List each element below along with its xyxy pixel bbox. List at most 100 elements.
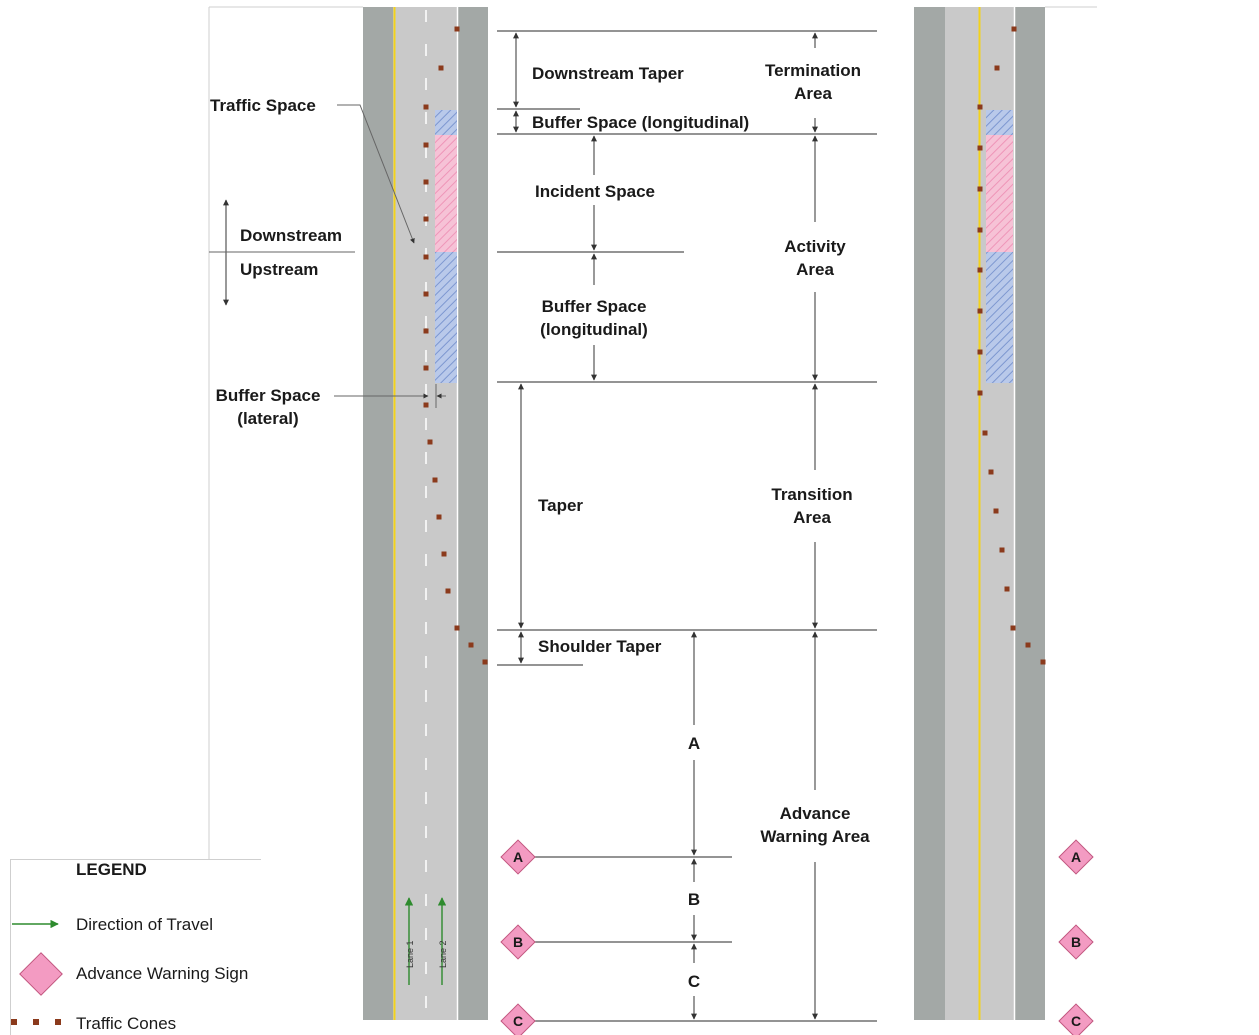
traffic-cone bbox=[988, 469, 994, 475]
traffic-cone bbox=[423, 328, 429, 334]
traffic-cone bbox=[1040, 659, 1046, 665]
taper-label: Taper bbox=[538, 496, 583, 515]
traffic-cone bbox=[423, 216, 429, 222]
legend-sign-icon bbox=[19, 952, 63, 996]
traffic-cone bbox=[1010, 625, 1016, 631]
traffic-space-leader bbox=[337, 104, 415, 244]
traffic-cone bbox=[454, 26, 460, 32]
right-road bbox=[914, 7, 1046, 1020]
buffer-longitudinal-label-2: (longitudinal) bbox=[540, 320, 648, 339]
traffic-cone bbox=[423, 142, 429, 148]
advance-warning-sign-a: A bbox=[1058, 839, 1094, 875]
downstream-label: Downstream bbox=[240, 226, 342, 245]
traffic-cone bbox=[977, 145, 983, 151]
termination-area-label-1: Termination bbox=[765, 61, 861, 80]
legend-cones-label: Traffic Cones bbox=[76, 1014, 176, 1033]
legend-title: LEGEND bbox=[76, 860, 147, 879]
middle-dimensions: Downstream Taper Buffer Space (longitudi… bbox=[497, 30, 877, 1022]
traffic-cone bbox=[977, 227, 983, 233]
traffic-cone bbox=[427, 439, 433, 445]
traffic-cone bbox=[454, 625, 460, 631]
advance-warning-sign-b: B bbox=[1058, 924, 1094, 960]
advance-warning-sign-b: B bbox=[500, 924, 536, 960]
traffic-cone bbox=[1025, 642, 1031, 648]
legend-cone-icon bbox=[11, 1019, 61, 1025]
incident-space bbox=[986, 135, 1013, 252]
termination-area-label-2: Area bbox=[794, 84, 832, 103]
lane2-label: Lane 2 bbox=[438, 940, 448, 968]
buffer-lateral-label-2: (lateral) bbox=[237, 409, 298, 428]
traffic-cone bbox=[977, 186, 983, 192]
dim-b-label: B bbox=[688, 890, 700, 909]
traffic-cone bbox=[994, 65, 1000, 71]
traffic-cone bbox=[423, 365, 429, 371]
lane1-label: Lane 1 bbox=[405, 940, 415, 968]
svg-text:A: A bbox=[1071, 849, 1081, 865]
activity-area-label-2: Area bbox=[796, 260, 834, 279]
traffic-cone bbox=[982, 430, 988, 436]
traffic-cone bbox=[1011, 26, 1017, 32]
traffic-cone bbox=[423, 179, 429, 185]
traffic-cone bbox=[999, 547, 1005, 553]
legend: LEGEND Direction of Travel Advance Warni… bbox=[10, 859, 261, 1035]
traffic-cone bbox=[977, 390, 983, 396]
upstream-label: Upstream bbox=[240, 260, 318, 279]
svg-text:A: A bbox=[513, 849, 523, 865]
activity-area-label-1: Activity bbox=[784, 237, 846, 256]
left-labels: Traffic Space Downstream Upstream Buffer… bbox=[209, 96, 446, 428]
svg-text:B: B bbox=[513, 934, 523, 950]
warning-signs-left: A B C bbox=[500, 839, 536, 1035]
traffic-cone bbox=[977, 267, 983, 273]
traffic-cone bbox=[977, 308, 983, 314]
svg-text:C: C bbox=[1071, 1013, 1081, 1029]
dim-c-label: C bbox=[688, 972, 700, 991]
svg-text:B: B bbox=[1071, 934, 1081, 950]
traffic-cone bbox=[977, 349, 983, 355]
buffer-space-downstream bbox=[435, 110, 457, 135]
advance-warning-sign-a: A bbox=[500, 839, 536, 875]
shoulder-taper-label: Shoulder Taper bbox=[538, 637, 662, 656]
right-shoulder bbox=[1015, 7, 1045, 1020]
traffic-cone bbox=[423, 402, 429, 408]
svg-text:C: C bbox=[513, 1013, 523, 1029]
downstream-taper-label: Downstream Taper bbox=[532, 64, 684, 83]
traffic-cone bbox=[423, 254, 429, 260]
buffer-longitudinal-label-1: Buffer Space bbox=[542, 297, 647, 316]
left-road: Lane 1 Lane 2 bbox=[363, 7, 488, 1020]
traffic-cone bbox=[432, 477, 438, 483]
advance-warning-sign-c: C bbox=[500, 1003, 536, 1035]
buffer-lateral-label-1: Buffer Space bbox=[216, 386, 321, 405]
buffer-space-downstream bbox=[986, 110, 1013, 135]
traffic-cones-right bbox=[977, 26, 1046, 665]
traffic-space-label: Traffic Space bbox=[210, 96, 316, 115]
traffic-cone bbox=[993, 508, 999, 514]
warning-signs-right: A B C bbox=[1058, 839, 1094, 1035]
incident-space-label: Incident Space bbox=[535, 182, 655, 201]
traffic-cones-left bbox=[423, 26, 488, 665]
traffic-cone bbox=[438, 65, 444, 71]
legend-sign-label: Advance Warning Sign bbox=[76, 964, 248, 983]
incident-space bbox=[435, 135, 457, 252]
left-shoulder bbox=[363, 7, 393, 1020]
traffic-cone bbox=[482, 659, 488, 665]
legend-direction-label: Direction of Travel bbox=[76, 915, 213, 934]
dim-a-label: A bbox=[688, 734, 700, 753]
traffic-cone bbox=[423, 291, 429, 297]
traffic-cone bbox=[441, 551, 447, 557]
advance-warning-area-label-1: Advance bbox=[780, 804, 851, 823]
right-shoulder bbox=[458, 7, 488, 1020]
traffic-cone bbox=[977, 104, 983, 110]
buffer-space-upstream bbox=[435, 252, 457, 383]
transition-area-label-2: Area bbox=[793, 508, 831, 527]
left-shoulder bbox=[914, 7, 945, 1020]
buffer-space-upstream bbox=[986, 252, 1013, 383]
traffic-cone bbox=[1004, 586, 1010, 592]
traffic-cone bbox=[445, 588, 451, 594]
traffic-cone bbox=[423, 104, 429, 110]
buffer-longitudinal-top-label: Buffer Space (longitudinal) bbox=[532, 113, 749, 132]
advance-warning-area-label-2: Warning Area bbox=[760, 827, 870, 846]
transition-area-label-1: Transition bbox=[771, 485, 852, 504]
traffic-cone bbox=[468, 642, 474, 648]
traffic-cone bbox=[436, 514, 442, 520]
